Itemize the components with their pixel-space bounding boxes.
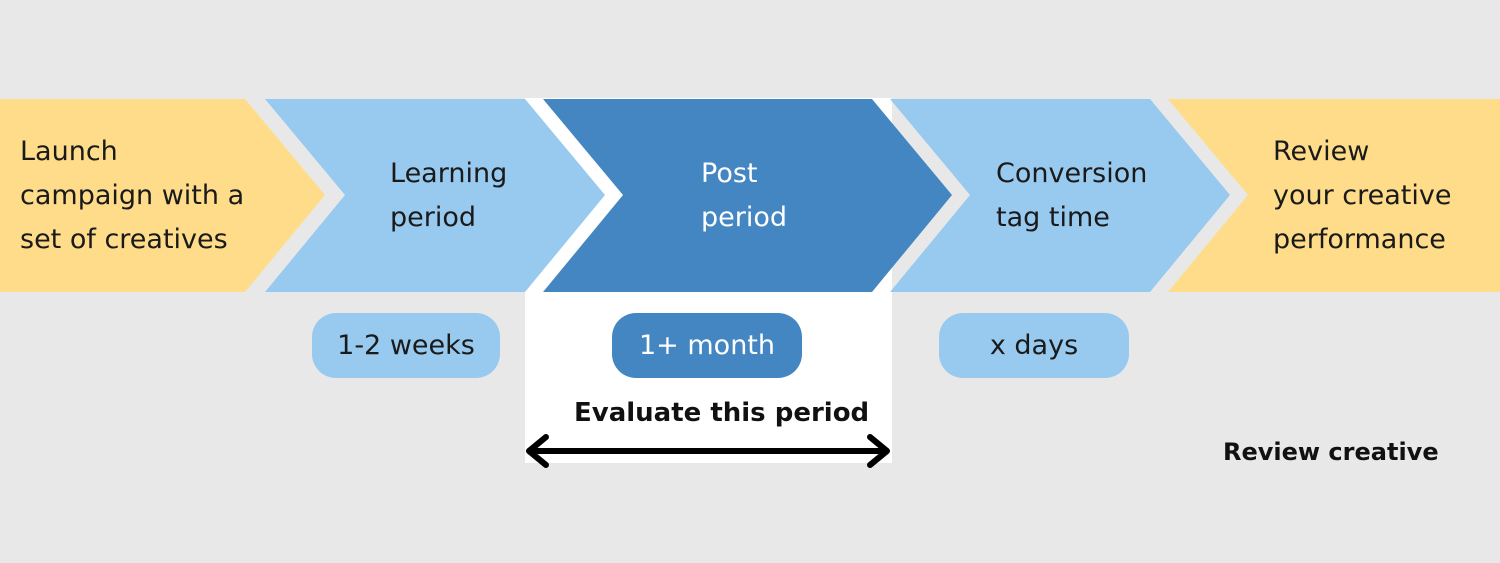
review-creative-label: Review creative xyxy=(1223,438,1439,466)
duration-conversion-pill: x days xyxy=(939,313,1129,378)
stage-learning-line: Learning xyxy=(390,158,508,189)
stage-review-text: Review your creative performance xyxy=(1273,130,1451,262)
stage-post-shape xyxy=(543,99,952,292)
stage-launch-shape xyxy=(0,99,325,292)
stage-conversion-line: Conversion xyxy=(996,158,1148,189)
stage-launch-line: Launch xyxy=(20,136,118,167)
stage-learning-line: period xyxy=(390,202,477,233)
stage-post-text: Post period xyxy=(701,152,787,240)
stage-launch-text: Launch campaign with a set of creatives xyxy=(20,130,244,262)
stage-review-shape xyxy=(1168,99,1500,292)
stage-learning-shape xyxy=(265,99,605,292)
stage-launch-line: set of creatives xyxy=(20,224,228,255)
evaluate-arrow xyxy=(526,434,890,468)
stage-conversion-line: tag time xyxy=(996,202,1110,233)
stage-post-line: period xyxy=(701,202,788,233)
stage-review-line: your creative xyxy=(1273,180,1452,211)
stage-review-line: Review xyxy=(1273,136,1370,167)
duration-post-pill: 1+ month xyxy=(612,313,802,378)
evaluate-period-label: Evaluate this period xyxy=(574,398,870,428)
stage-review-line: performance xyxy=(1273,224,1446,255)
stage-learning-text: Learning period xyxy=(390,152,507,240)
duration-learning-pill: 1-2 weeks xyxy=(312,313,500,378)
stage-launch-line: campaign with a xyxy=(20,180,245,211)
stage-conversion-text: Conversion tag time xyxy=(996,152,1147,240)
stage-conversion-shape xyxy=(890,99,1230,292)
stage-post-line: Post xyxy=(701,158,758,189)
